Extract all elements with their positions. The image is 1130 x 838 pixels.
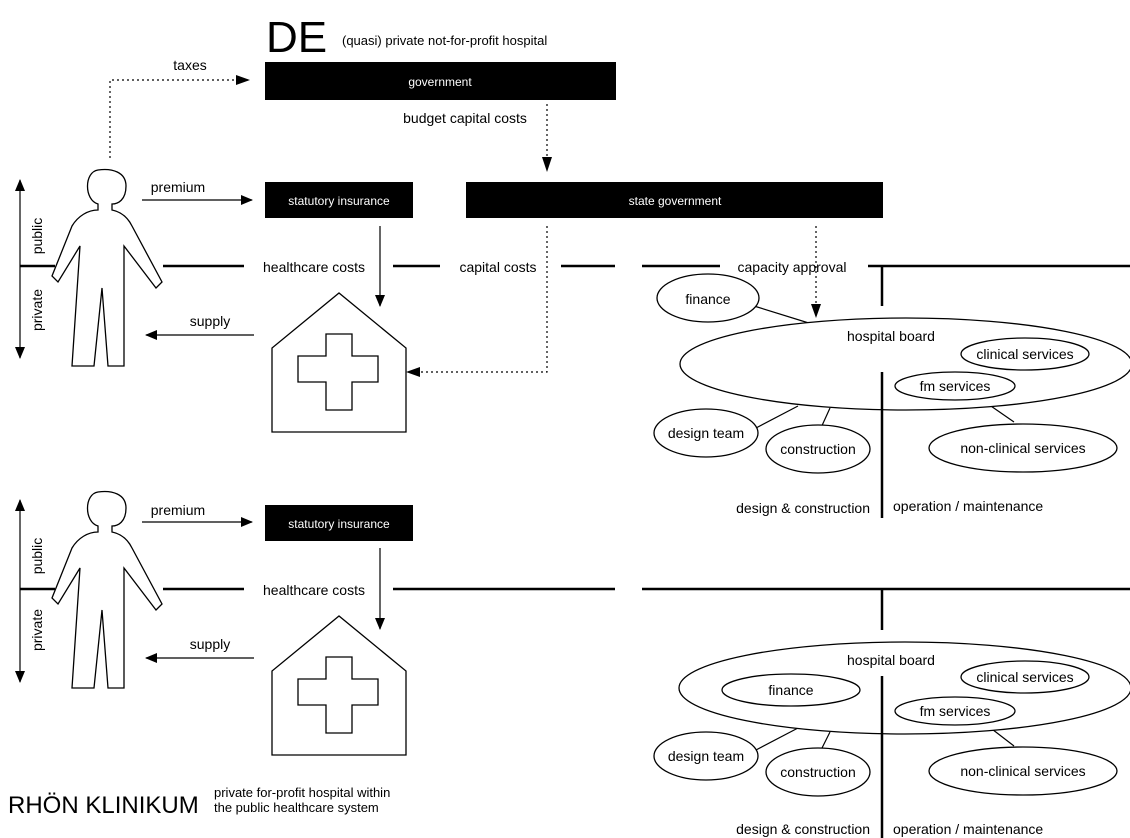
finance-connector bbox=[753, 305, 813, 325]
clinical-services-label-2: clinical services bbox=[976, 669, 1073, 685]
design-team-connector bbox=[755, 405, 799, 429]
healthcare-costs-label-2: healthcare costs bbox=[263, 582, 365, 598]
capital-costs-arrowhead bbox=[406, 367, 420, 377]
non-clinical-services-ellipse bbox=[928, 423, 1118, 473]
citizen-figure bbox=[51, 168, 163, 367]
public-label: public bbox=[29, 218, 45, 255]
citizen-figure-2 bbox=[51, 490, 163, 689]
brand-subtitle-line-2: the public healthcare system bbox=[214, 800, 379, 815]
taxes-flow bbox=[109, 79, 248, 158]
construction-label: construction bbox=[780, 441, 855, 457]
hospital-board-label-2: hospital board bbox=[847, 652, 935, 668]
finance-label-2: finance bbox=[768, 682, 813, 698]
finance-ellipse bbox=[656, 273, 760, 323]
operation-maintenance-label-2: operation / maintenance bbox=[893, 821, 1043, 837]
construction-ellipse bbox=[765, 424, 871, 474]
non-clinical-services-label: non-clinical services bbox=[960, 440, 1085, 456]
finance-ellipse-2 bbox=[721, 673, 861, 707]
budget-arrowhead bbox=[542, 157, 552, 172]
state-government-label: state government bbox=[629, 194, 722, 208]
premium-label: premium bbox=[151, 179, 205, 195]
clinical-services-ellipse-2 bbox=[960, 660, 1090, 694]
country-subtitle: (quasi) private not-for-profit hospital bbox=[342, 33, 547, 48]
design-team-connector-2 bbox=[755, 727, 799, 751]
budget-capital-costs-label: budget capital costs bbox=[403, 110, 527, 126]
private-label-2: private bbox=[29, 609, 45, 651]
construction-label-2: construction bbox=[780, 764, 855, 780]
fm-services-ellipse-2 bbox=[894, 696, 1016, 726]
design-team-ellipse-2 bbox=[653, 731, 759, 781]
statutory-insurance-label: statutory insurance bbox=[288, 194, 390, 208]
statutory-insurance-label-2: statutory insurance bbox=[288, 517, 390, 531]
clinical-services-label: clinical services bbox=[976, 346, 1073, 362]
design-construction-label: design & construction bbox=[736, 500, 870, 516]
design-construction-label-2: design & construction bbox=[736, 821, 870, 837]
government-box bbox=[265, 62, 616, 100]
statutory-insurance-box bbox=[265, 182, 413, 218]
clinical-services-ellipse bbox=[960, 337, 1090, 371]
brand-subtitle-line-1: private for-profit hospital within bbox=[214, 785, 390, 800]
taxes-label: taxes bbox=[173, 57, 206, 73]
supply-label: supply bbox=[190, 313, 230, 329]
top-section: DE (quasi) private not-for-profit hospit… bbox=[15, 13, 1130, 518]
hospital-board-label: hospital board bbox=[847, 328, 935, 344]
design-team-label: design team bbox=[668, 425, 744, 441]
healthcare-costs-label: healthcare costs bbox=[263, 259, 365, 275]
non-clinical-services-ellipse-2 bbox=[928, 746, 1118, 796]
cross-icon-2 bbox=[297, 656, 379, 734]
capacity-approval-label: capacity approval bbox=[738, 259, 847, 275]
cross-icon bbox=[297, 333, 379, 411]
government-label: government bbox=[408, 75, 472, 89]
fm-services-ellipse bbox=[894, 371, 1016, 401]
supply-label-2: supply bbox=[190, 636, 230, 652]
brand-title: RHÖN KLINIKUM bbox=[8, 792, 199, 819]
state-government-box bbox=[466, 182, 883, 218]
statutory-insurance-box-2 bbox=[265, 505, 413, 541]
capital-costs-flow bbox=[420, 226, 548, 373]
fm-services-label: fm services bbox=[920, 378, 991, 394]
private-label: private bbox=[29, 289, 45, 331]
capital-costs-label: capital costs bbox=[459, 259, 536, 275]
premium-label-2: premium bbox=[151, 502, 205, 518]
taxes-arrowhead bbox=[236, 75, 250, 85]
non-clinical-services-label-2: non-clinical services bbox=[960, 763, 1085, 779]
capacity-approval-arrowhead bbox=[811, 304, 821, 318]
construction-ellipse-2 bbox=[765, 747, 871, 797]
country-title: DE bbox=[266, 13, 327, 62]
fm-services-label-2: fm services bbox=[920, 703, 991, 719]
design-team-ellipse bbox=[653, 408, 759, 458]
public-label-2: public bbox=[29, 538, 45, 575]
bottom-section: statutory insurance premium public priva… bbox=[8, 490, 1130, 838]
finance-label: finance bbox=[685, 291, 730, 307]
operation-maintenance-label: operation / maintenance bbox=[893, 498, 1043, 514]
design-team-label-2: design team bbox=[668, 748, 744, 764]
